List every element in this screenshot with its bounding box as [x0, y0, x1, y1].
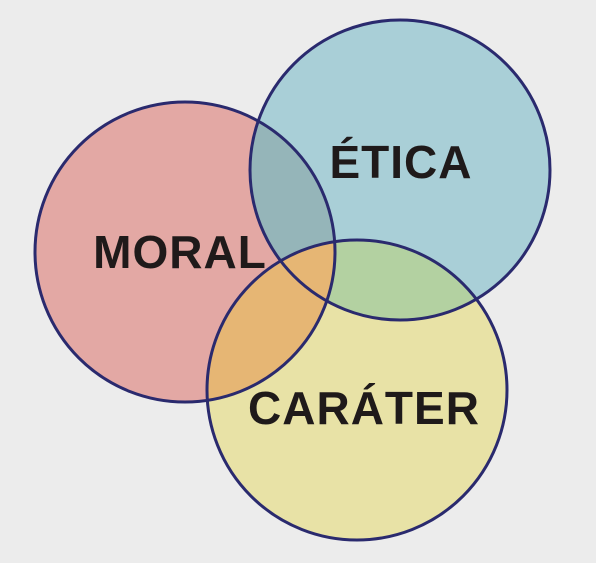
moral-carater-overlap — [207, 240, 335, 402]
moral-outline — [33, 100, 337, 404]
carater-outline — [205, 238, 509, 542]
etica-outline — [248, 18, 552, 322]
carater-label: CARÁTER — [248, 382, 480, 434]
moral-label: MORAL — [93, 226, 267, 278]
etica-label: ÉTICA — [330, 136, 473, 188]
